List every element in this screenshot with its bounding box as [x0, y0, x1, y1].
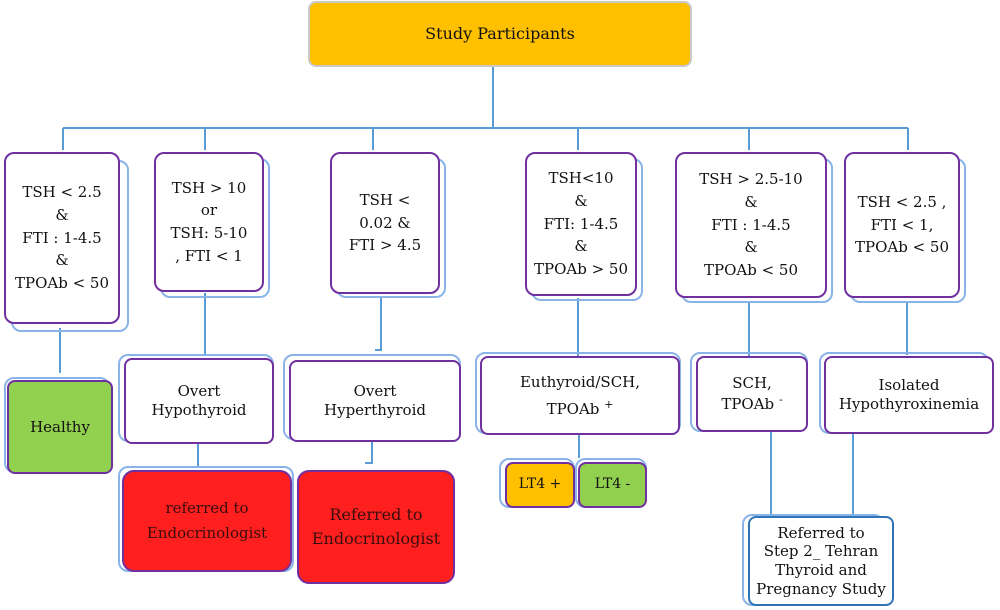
outcome-euthyroid-sch: Euthyroid/SCH, TPOAb + [480, 356, 680, 435]
referral-label: Referred to [329, 505, 423, 524]
criteria-line: TPOAb < 50 [703, 261, 799, 280]
criteria-line: TSH<10 [548, 169, 614, 188]
criteria-line: TSH > 10 [171, 178, 247, 197]
step2-label: Referred to [777, 523, 865, 542]
outcome-label: TPOAb - [721, 393, 782, 414]
criteria-line: & [55, 205, 69, 224]
outcome-label: Overt [353, 382, 397, 401]
outcome-label-sup: - [778, 393, 783, 406]
referral-endocrinologist-hypo: referred to Endocrinologist [122, 470, 292, 572]
outcome-label-sup: + [604, 397, 614, 411]
criteria-line: & [744, 238, 758, 257]
outcome-healthy: Healthy [7, 380, 113, 474]
outcome-label: TPOAb + [547, 398, 614, 419]
criteria-isolated-hypothyroxinemia: TSH < 2.5 , FTI < 1, TPOAb < 50 [844, 152, 960, 298]
criteria-line: 0.02 & [359, 213, 411, 232]
criteria-overt-hypothyroid: TSH > 10 or TSH: 5-10 , FTI < 1 [154, 152, 264, 292]
connector-c3 [375, 296, 382, 351]
criteria-line: TPOAb > 50 [533, 260, 629, 279]
criteria-line: TSH < 2.5 , [857, 192, 947, 211]
criteria-euthyroid-sch: TSH<10 & FTI: 1-4.5 & TPOAb > 50 [525, 152, 637, 296]
lt4-minus-label: LT4 - [594, 476, 631, 493]
criteria-line: TPOAb < 50 [854, 238, 950, 257]
criteria-sch: TSH > 2.5-10 & FTI : 1-4.5 & TPOAb < 50 [675, 152, 827, 298]
outcome-label: Healthy [30, 417, 90, 436]
criteria-line: & [574, 191, 588, 210]
outcome-label: Hyperthyroid [324, 401, 426, 419]
criteria-line: & [574, 237, 588, 256]
outcome-label: Hypothyroid [151, 401, 247, 419]
criteria-line: FTI > 4.5 [348, 236, 422, 255]
lt4-minus-box: LT4 - [578, 462, 647, 508]
outcome-sch: SCH, TPOAb - [696, 356, 808, 432]
criteria-line: TSH > 2.5-10 [699, 170, 803, 189]
criteria-line: , FTI < 1 [175, 246, 243, 265]
step2-label: Pregnancy Study [756, 579, 886, 598]
criteria-line: or [200, 201, 218, 220]
criteria-line: TSH: 5-10 [170, 224, 248, 242]
criteria-line: FTI < 1, [870, 215, 934, 234]
criteria-healthy: TSH < 2.5 & FTI : 1-4.5 & TPOAb < 50 [4, 152, 120, 324]
connector-hyper [365, 441, 373, 464]
criteria-line: TSH < [359, 190, 411, 209]
outcome-overt-hypothyroid: Overt Hypothyroid [124, 358, 274, 444]
lt4-plus-box: LT4 + [505, 462, 575, 508]
referral-endocrinologist-hyper: Referred to Endocrinologist [297, 470, 455, 584]
criteria-line: TSH < 2.5 [22, 183, 102, 202]
outcome-overt-hyperthyroid: Overt Hyperthyroid [289, 360, 461, 442]
outcome-label-text: TPOAb [546, 399, 600, 418]
criteria-line: FTI : 1-4.5 [711, 215, 791, 234]
root-study-participants: Study Participants [308, 1, 692, 67]
outcome-label: Overt [177, 382, 221, 401]
criteria-line: FTI : 1-4.5 [22, 228, 102, 247]
outcome-label: Euthyroid/SCH, [519, 372, 641, 391]
step2-label: Thyroid and [775, 561, 867, 579]
criteria-line: & [744, 192, 758, 211]
referral-step2-tehran: Referred to Step 2_ Tehran Thyroid and P… [748, 516, 894, 606]
root-label: Study Participants [425, 24, 575, 43]
step2-label: Step 2_ Tehran [763, 542, 879, 561]
outcome-label-text: TPOAb [721, 395, 775, 413]
referral-label: Endocrinologist [311, 529, 441, 548]
outcome-label: Isolated [878, 376, 940, 395]
outcome-isolated-hypothyroxinemia: Isolated Hypothyroxinemia [824, 356, 994, 434]
criteria-overt-hyperthyroid: TSH < 0.02 & FTI > 4.5 [330, 152, 440, 294]
outcome-label: Hypothyroxinemia [838, 395, 980, 413]
criteria-line: TPOAb < 50 [14, 274, 110, 293]
criteria-line: & [55, 251, 69, 270]
criteria-line: FTI: 1-4.5 [543, 214, 619, 233]
referral-label: referred to [165, 499, 249, 518]
referral-label: Endocrinologist [146, 524, 268, 542]
outcome-label: SCH, [732, 374, 772, 393]
connector-c2 [198, 293, 206, 356]
lt4-plus-label: LT4 + [518, 476, 562, 493]
